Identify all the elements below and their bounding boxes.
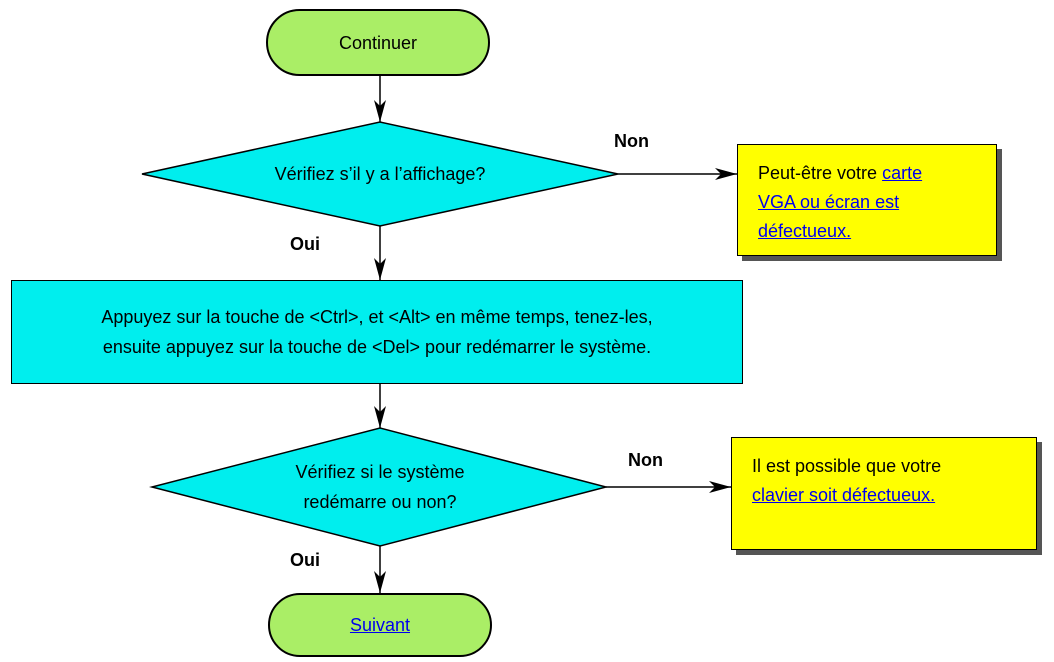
- end-link-suivant[interactable]: Suivant: [349, 615, 411, 635]
- decision-display-label: Vérifiez s’il y a l’affichage?: [274, 164, 486, 184]
- note-keyboard-link[interactable]: clavier soit défectueux.: [752, 485, 936, 505]
- note-vga-defective: Peut-être votre carte VGA ou écran est d…: [737, 144, 997, 256]
- note-keyboard-text: Il est possible que votre: [752, 456, 942, 476]
- edge-label-oui-2: Oui: [290, 550, 320, 570]
- note-vga-link-1[interactable]: carte: [882, 163, 923, 183]
- restart-instruction-line-2: ensuite appuyez sur la touche de <Del> p…: [102, 337, 652, 357]
- note-vga-link-3[interactable]: défectueux.: [758, 221, 852, 241]
- start-node: Continuer: [266, 9, 490, 76]
- restart-instruction-box: Appuyez sur la touche de <Ctrl>, et <Alt…: [11, 280, 743, 384]
- end-node: Suivant: [268, 593, 492, 657]
- edge-label-non-2: Non: [628, 450, 663, 470]
- note-vga-prefix: Peut-être votre: [758, 163, 883, 183]
- restart-instruction-line-1: Appuyez sur la touche de <Ctrl>, et <Alt…: [101, 307, 653, 327]
- edge-label-oui-1: Oui: [290, 234, 320, 254]
- edge-label-non-1: Non: [614, 131, 649, 151]
- decision-restart-label: Vérifiez si le système redémarre ou non?: [295, 462, 465, 512]
- note-keyboard-defective: Il est possible que votre clavier soit d…: [731, 437, 1037, 550]
- start-label: Continuer: [338, 32, 418, 53]
- note-vga-link-2[interactable]: VGA ou écran est: [758, 192, 900, 212]
